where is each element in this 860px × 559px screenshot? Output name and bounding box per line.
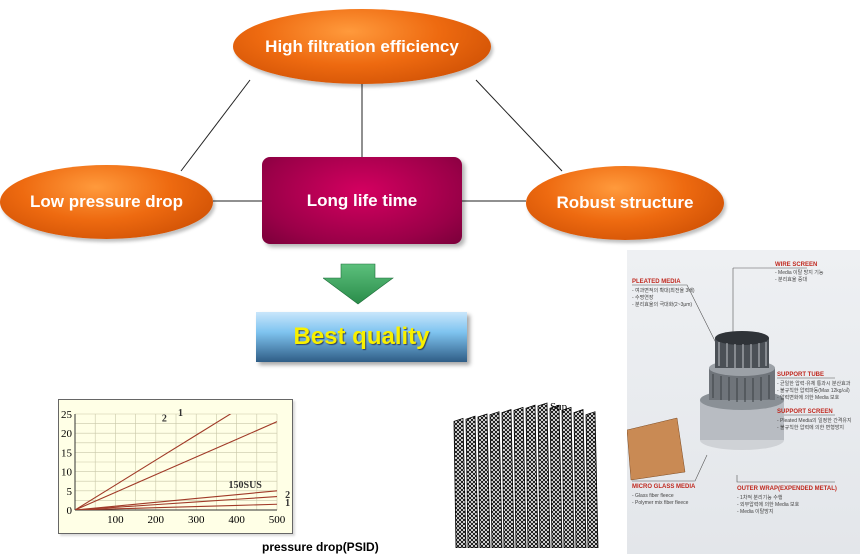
media-pleat — [465, 415, 479, 548]
wire-screen-line-1: - Media 이탈 방지 기능 — [775, 269, 824, 276]
label-outer-wrap: OUTER WRAP(EXPENDED METAL) — [737, 486, 837, 492]
wire-screen-line-2: - 분리효율 증대 — [775, 276, 807, 283]
chart-series-label: 150SUS — [229, 480, 263, 491]
chart-series-label: 2 — [162, 414, 167, 425]
label-pleated-media: PLEATED MEDIA — [632, 279, 681, 285]
pleated-media-line-3: - 분리효율의 극대화(2~3μm) — [632, 301, 692, 308]
chart-series-label: 1 — [285, 498, 290, 509]
filter-photo-graphic: WIRE SCREEN - Media 이탈 방지 기능 - 분리효율 증대 P… — [626, 262, 852, 515]
label-support-screen: SUPPORT SCREEN — [777, 409, 833, 415]
chart-series-line — [75, 503, 277, 510]
down-arrow-icon — [323, 263, 394, 305]
chart-y-tick-label: 25 — [61, 409, 73, 421]
node-long-life-time: Long life time — [262, 157, 462, 244]
node-high-filtration-efficiency: High filtration efficiency — [233, 9, 491, 84]
label-support-tube: SUPPORT TUBE — [777, 372, 824, 378]
media-pleat — [561, 406, 575, 548]
media-pleats — [453, 402, 599, 548]
chart-series-line — [75, 490, 277, 510]
filter-cylinder — [700, 331, 784, 450]
chart-y-tick-label: 10 — [61, 467, 73, 479]
connector-top-left — [180, 79, 251, 172]
media-pleat — [477, 413, 491, 548]
chart-y-tick-label: 5 — [67, 486, 73, 498]
chart-y-tick-label: 15 — [61, 447, 73, 459]
label-wire-screen: WIRE SCREEN — [775, 262, 817, 268]
annotation-leaders — [632, 267, 835, 483]
outer-wrap-line-3: - Media 이탈방지 — [737, 508, 773, 515]
micro-glass-line-2: - Polymer mix fiber fleece — [632, 500, 689, 506]
support-tube-line-1: - 균일한 압력·유체 통과시 분산효과 — [777, 380, 851, 387]
filter-element-photo: WIRE SCREEN - Media 이탈 방지 기능 - 분리효율 증대 P… — [626, 250, 860, 554]
media-pleat — [573, 409, 587, 548]
chart-x-tick-label: 300 — [188, 514, 205, 526]
media-pleat — [549, 404, 563, 548]
media-pleat — [489, 411, 503, 548]
media-pleat — [453, 417, 467, 548]
chart-x-axis-label: pressure drop(PSID) — [262, 540, 379, 554]
media-support-label: Sup — [550, 401, 568, 413]
chart-series-line — [75, 496, 277, 510]
chart-x-tick-label: 200 — [148, 514, 165, 526]
chart-x-tick-label: 500 — [269, 514, 286, 526]
chart-series-label: 2 — [285, 490, 290, 501]
media-pleat — [537, 402, 551, 548]
outer-wrap-line-2: - 외부압력에 의한 Media 보호 — [737, 501, 800, 508]
pleated-media-line-2: - 수명연장 — [632, 294, 654, 301]
chart-series-label: 1 — [178, 408, 183, 419]
pleated-media-illustration: Sup — [453, 401, 599, 548]
media-pleat — [585, 411, 599, 548]
node-robust-structure: Robust structure — [526, 166, 724, 240]
media-pleat — [513, 406, 527, 548]
chart-series-line — [75, 421, 277, 510]
node-low-pressure-drop: Low pressure drop — [0, 165, 213, 239]
chart-x-tick-label: 400 — [228, 514, 245, 526]
chart-y-tick-label: 0 — [67, 505, 73, 517]
support-screen-line-2: - 불규칙한 압력에 의한 변형방지 — [777, 424, 844, 431]
pleated-media-line-1: - 여과면적의 확대(최전율 3배) — [632, 287, 695, 294]
chart-y-tick-label: 20 — [61, 428, 73, 440]
chart-x-tick-label: 100 — [107, 514, 124, 526]
node-best-quality: Best quality — [256, 312, 467, 362]
label-micro-glass-media: MICRO GLASS MEDIA — [632, 484, 696, 490]
chart-series-line — [75, 414, 232, 510]
connector-top-right — [475, 79, 563, 172]
media-pleat — [501, 409, 515, 548]
support-screen-line-1: - Pleated Media의 일정한 간격유지 — [777, 417, 852, 424]
media-pleat — [525, 404, 539, 548]
outer-wrap-line-1: - 1차적 분리기능 수행 — [737, 494, 783, 501]
micro-glass-line-1: - Glass fiber fleece — [632, 493, 674, 499]
support-tube-line-3: - 압력변화에 의한 Media 보호 — [777, 394, 840, 401]
support-tube-line-2: - 불규칙한 압력파동(Max 12kg/㎠) — [777, 387, 850, 394]
media-swatch — [626, 417, 686, 481]
